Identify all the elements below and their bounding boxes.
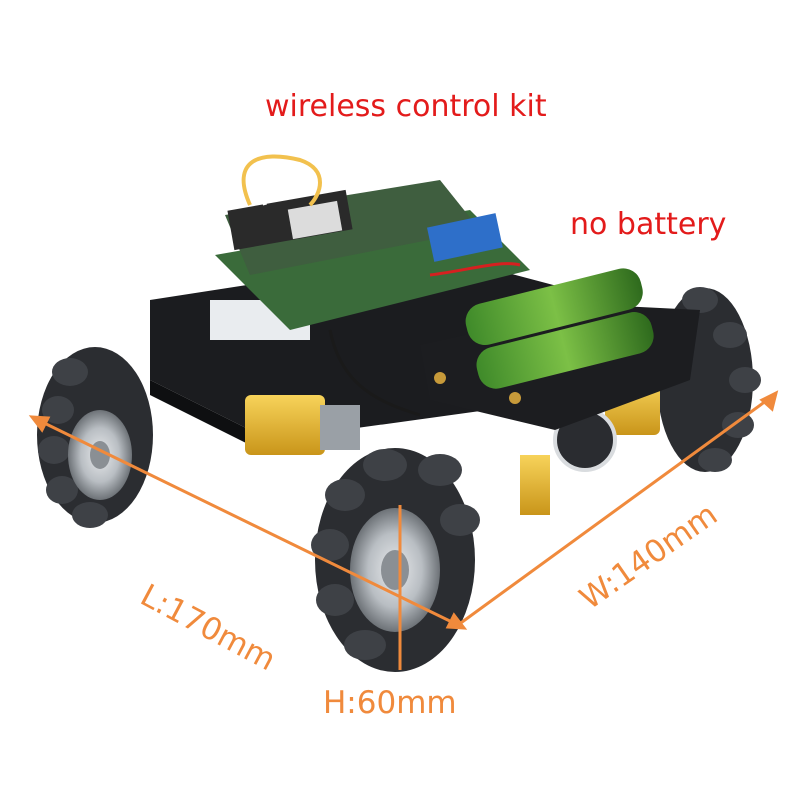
dimension-lines — [28, 390, 779, 670]
battery-holder — [420, 268, 700, 430]
control-boards — [215, 154, 530, 417]
battery-note: no battery — [570, 207, 727, 242]
kit-title: wireless control kit — [265, 89, 547, 124]
mecanum-wheel-rear-left — [37, 347, 153, 528]
mecanum-wheel-front-left — [311, 448, 480, 672]
height-dimension-label: H:60mm — [323, 685, 457, 721]
